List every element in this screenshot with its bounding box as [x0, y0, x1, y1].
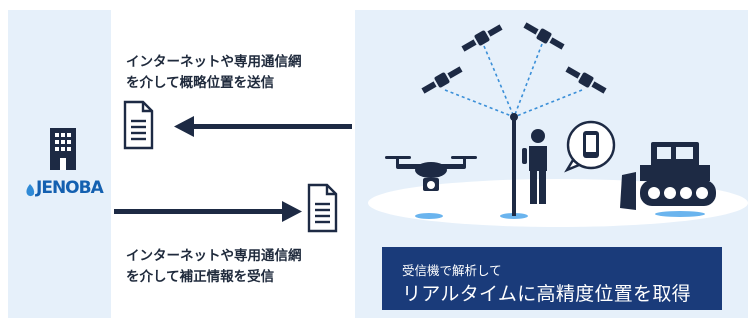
phone-bubble-icon [564, 120, 616, 173]
satellite-signals [444, 43, 583, 118]
document-icon-top [123, 100, 154, 150]
satellite-icon-4 [565, 66, 607, 94]
logo-mark-icon [26, 184, 35, 197]
send-description-line1: インターネットや専用通信網 [126, 54, 302, 70]
surveyor-icon [510, 113, 547, 216]
result-banner: 受信機で解析して リアルタイムに高精度位置を取得 [382, 247, 722, 310]
banner-line2: リアルタイムに高精度位置を取得 [402, 283, 691, 305]
arrow-left-icon [174, 116, 352, 137]
receive-description: インターネットや専用通信網 を介して補正情報を受信 [126, 246, 302, 288]
satellite-icon-1 [421, 66, 463, 94]
arrow-right-icon [114, 201, 302, 222]
shadow-bulldozer [655, 211, 705, 217]
receive-description-line2: を介して補正情報を受信 [126, 269, 275, 285]
shadow-drone [415, 213, 443, 219]
document-icon-bottom [307, 183, 338, 233]
building-icon [50, 128, 76, 170]
satellite-icon-2 [461, 24, 503, 52]
bulldozer-icon [620, 142, 716, 210]
drone-icon [385, 156, 477, 191]
satellite-icon-3 [523, 22, 565, 50]
send-description-line2: を介して概略位置を送信 [126, 75, 275, 91]
company-logo: JENOBA [36, 178, 104, 198]
send-description: インターネットや専用通信網 を介して概略位置を送信 [126, 52, 302, 94]
banner-line1: 受信機で解析して [402, 263, 502, 278]
receive-description-line1: インターネットや専用通信網 [126, 248, 302, 264]
